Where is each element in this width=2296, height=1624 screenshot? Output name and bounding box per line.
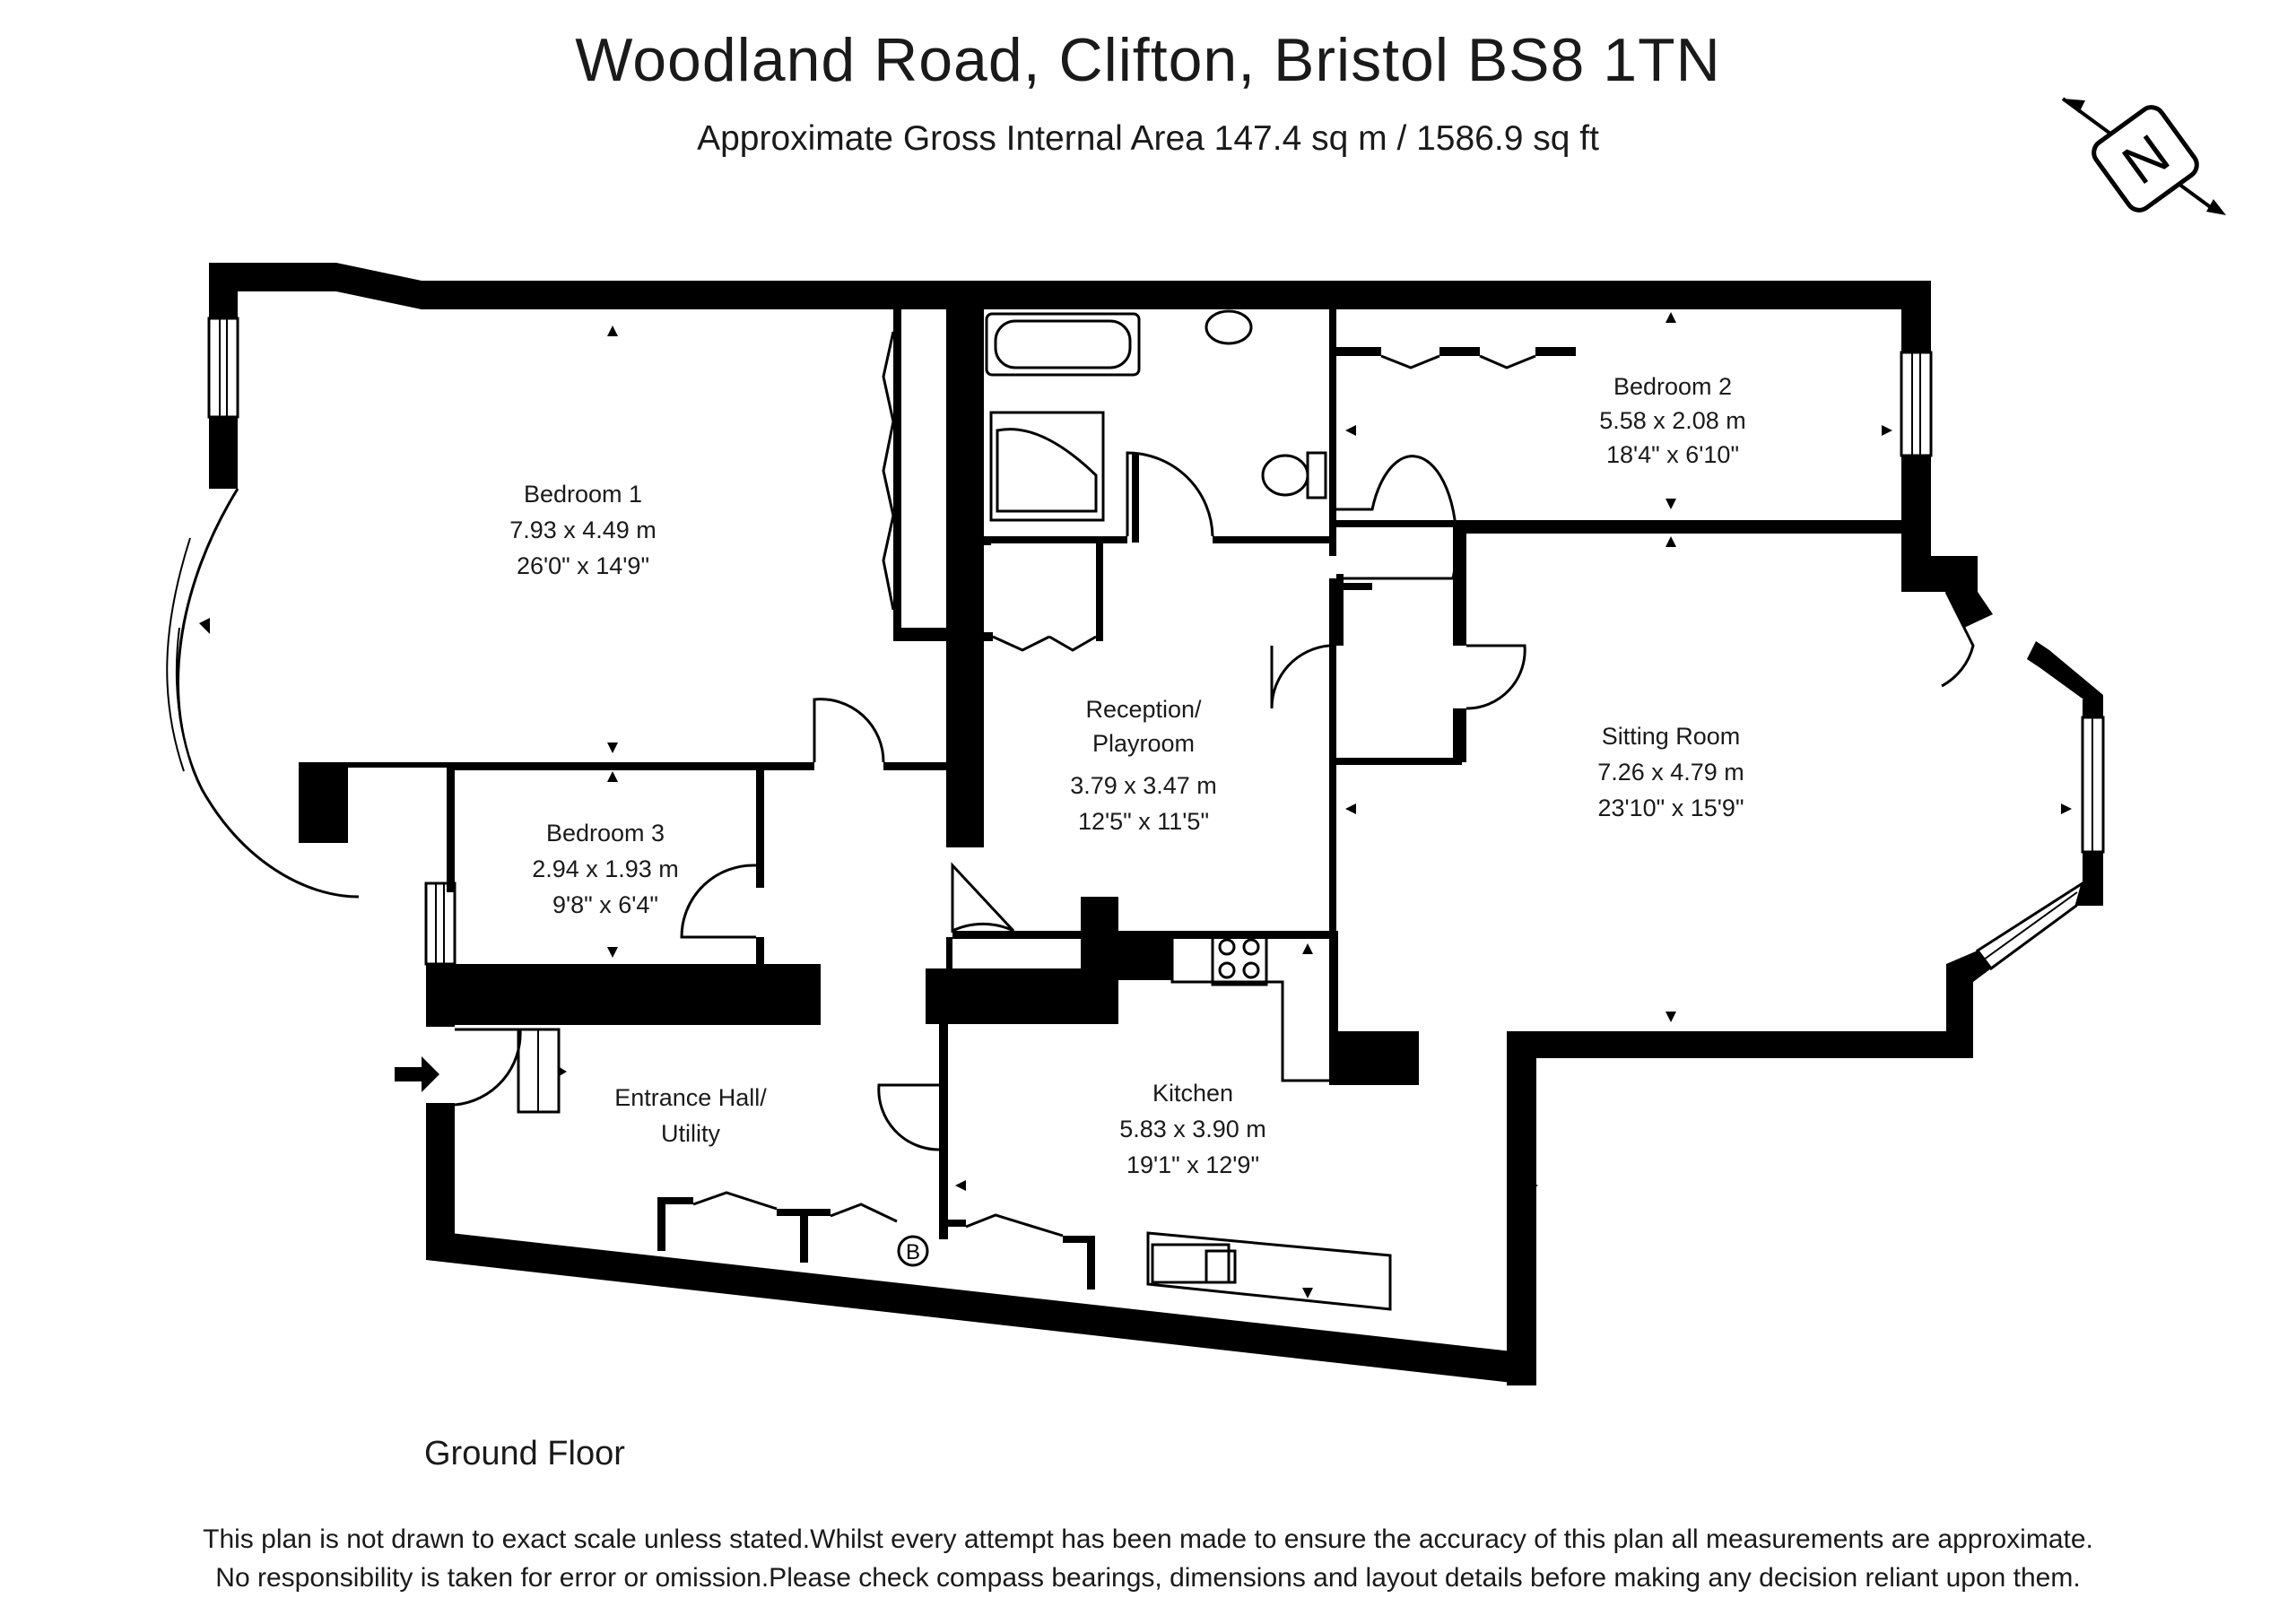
walls [159, 263, 2105, 1385]
floor-label: Ground Floor [424, 1435, 625, 1472]
room-name: Bedroom 1 [524, 481, 642, 508]
room-name: Bedroom 2 [1613, 373, 1732, 400]
room-label-kitchen: Kitchen 5.83 x 3.90 m 19'1" x 12'9" [1119, 1080, 1266, 1178]
room-metric: 3.79 x 3.47 m [1070, 772, 1217, 799]
room-name: Sitting Room [1602, 723, 1741, 750]
room-imperial: 19'1" x 12'9" [1126, 1151, 1259, 1178]
room-metric: 5.58 x 2.08 m [1599, 407, 1746, 434]
doors [454, 331, 1975, 1238]
room-imperial: 23'10" x 15'9" [1597, 795, 1744, 821]
room-name-line1: Entrance Hall/ [614, 1084, 767, 1111]
compass-icon: N [2061, 97, 2226, 215]
disclaimer-line-1: This plan is not drawn to exact scale un… [203, 1524, 2093, 1554]
room-label-entrance-hall: Entrance Hall/ Utility [614, 1084, 767, 1147]
plan-subtitle: Approximate Gross Internal Area 147.4 sq… [697, 119, 1599, 158]
room-metric: 5.83 x 3.90 m [1119, 1116, 1266, 1142]
room-label-bedroom-2: Bedroom 2 5.58 x 2.08 m 18'4" x 6'10" [1599, 373, 1746, 468]
room-label-reception: Reception/ Playroom 3.79 x 3.47 m 12'5" … [1070, 696, 1217, 835]
room-imperial: 18'4" x 6'10" [1606, 441, 1739, 468]
room-name-line1: Reception/ [1085, 696, 1202, 723]
room-imperial: 12'5" x 11'5" [1078, 808, 1209, 835]
fixtures: B [517, 309, 1392, 1311]
room-label-sitting-room: Sitting Room 7.26 x 4.79 m 23'10" x 15'9… [1597, 723, 1744, 821]
room-label-bedroom-3: Bedroom 3 2.94 x 1.93 m 9'8" x 6'4" [532, 820, 679, 918]
room-metric: 7.26 x 4.79 m [1597, 759, 1744, 786]
plan-title: Woodland Road, Clifton, Bristol BS8 1TN [575, 26, 1721, 94]
room-metric: 7.93 x 4.49 m [509, 517, 657, 543]
room-imperial: 9'8" x 6'4" [552, 891, 658, 918]
room-name: Bedroom 3 [546, 820, 665, 847]
room-label-bedroom-1: Bedroom 1 7.93 x 4.49 m 26'0" x 14'9" [509, 481, 657, 579]
room-name-line2: Utility [661, 1120, 720, 1147]
room-name-line2: Playroom [1092, 730, 1195, 757]
room-imperial: 26'0" x 14'9" [517, 552, 649, 579]
disclaimer-line-2: No responsibility is taken for error or … [215, 1563, 2081, 1593]
boiler-marker: B [906, 1240, 920, 1264]
room-name: Kitchen [1152, 1080, 1233, 1107]
room-metric: 2.94 x 1.93 m [532, 855, 679, 882]
measure-arrows [199, 312, 2072, 1298]
